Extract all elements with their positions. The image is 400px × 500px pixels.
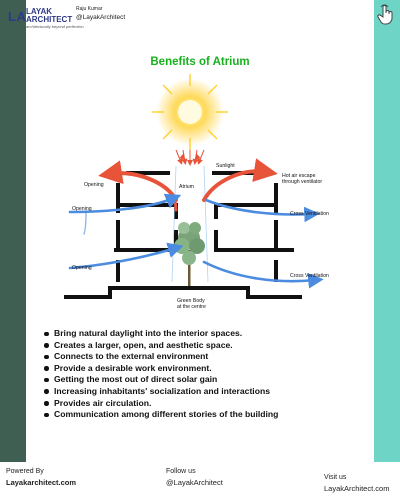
label-cross-vent-low: Cross Ventilation bbox=[290, 273, 329, 279]
list-item: Increasing inhabitants' socialization an… bbox=[44, 386, 278, 398]
sunlight-rays bbox=[175, 149, 205, 166]
author-name: Raju Kumar bbox=[76, 6, 103, 12]
page-title: Benefits of Atrium bbox=[150, 56, 250, 68]
logo-tagline: architecturally beyond perfection bbox=[26, 24, 84, 29]
label-sunlight: Sunlight bbox=[216, 163, 235, 169]
footer-follow-link[interactable]: @LayakArchitect bbox=[166, 478, 223, 487]
tree-icon bbox=[174, 222, 205, 286]
footer-visit-label: Visit us bbox=[324, 474, 347, 481]
footer-visit: Visit us LayakArchitect.com bbox=[324, 474, 389, 493]
list-item: Communication among different stories of… bbox=[44, 409, 278, 421]
label-cross-vent-top: Cross Ventilation bbox=[290, 211, 329, 217]
label-green-1: Green Body bbox=[177, 298, 205, 304]
footer-follow-label: Follow us bbox=[166, 468, 196, 475]
list-item: Provides air circulation. bbox=[44, 398, 278, 410]
atrium-diagram: Sunlight Atrium Hot air escape through v… bbox=[64, 74, 329, 310]
logo-mark: LA bbox=[8, 9, 27, 24]
label-opening-mid: Opening bbox=[72, 206, 92, 212]
label-hot-air-2: through ventilator bbox=[282, 179, 322, 185]
hand-tap-icon[interactable] bbox=[376, 4, 396, 26]
benefits-list: Bring natural daylight into the interior… bbox=[44, 328, 278, 421]
list-item: Getting the most out of direct solar gai… bbox=[44, 374, 278, 386]
list-item: Bring natural daylight into the interior… bbox=[44, 328, 278, 340]
label-opening-top: Opening bbox=[84, 182, 104, 188]
header: LA LAYAK ARCHITECT architecturally beyon… bbox=[8, 6, 84, 36]
label-hot-air-1: Hot air escape bbox=[282, 173, 316, 179]
cool-air-arrows bbox=[68, 193, 324, 289]
logo: LA LAYAK ARCHITECT architecturally beyon… bbox=[8, 6, 84, 34]
label-opening-low: Opening bbox=[72, 265, 92, 271]
list-item: Creates a larger, open, and aesthetic sp… bbox=[44, 340, 278, 352]
footer-band bbox=[0, 462, 400, 500]
label-atrium: Atrium bbox=[179, 184, 194, 190]
author-handle[interactable]: @LayakArchitect bbox=[76, 14, 126, 21]
list-item: Provide a desirable work environment. bbox=[44, 363, 278, 375]
right-accent-band bbox=[374, 0, 400, 500]
footer: Powered By Layakarchitect.com Follow us … bbox=[0, 462, 400, 500]
footer-powered-label: Powered By bbox=[6, 468, 44, 475]
logo-brand-line1: LAYAK bbox=[26, 7, 53, 16]
sun-icon bbox=[152, 74, 228, 150]
footer-visit-link[interactable]: LayakArchitect.com bbox=[324, 484, 390, 493]
footer-powered-link[interactable]: Layakarchitect.com bbox=[6, 478, 77, 487]
logo-brand: LAYAK ARCHITECT bbox=[26, 8, 72, 24]
footer-follow: Follow us @LayakArchitect bbox=[166, 468, 223, 487]
footer-powered: Powered By Layakarchitect.com bbox=[6, 468, 76, 487]
author-block: Raju Kumar @LayakArchitect bbox=[76, 6, 125, 21]
label-green-2: at the centre bbox=[177, 304, 206, 310]
left-accent-band bbox=[0, 0, 26, 500]
logo-brand-line2: ARCHITECT bbox=[26, 15, 73, 24]
list-item: Connects to the external environment bbox=[44, 351, 278, 363]
